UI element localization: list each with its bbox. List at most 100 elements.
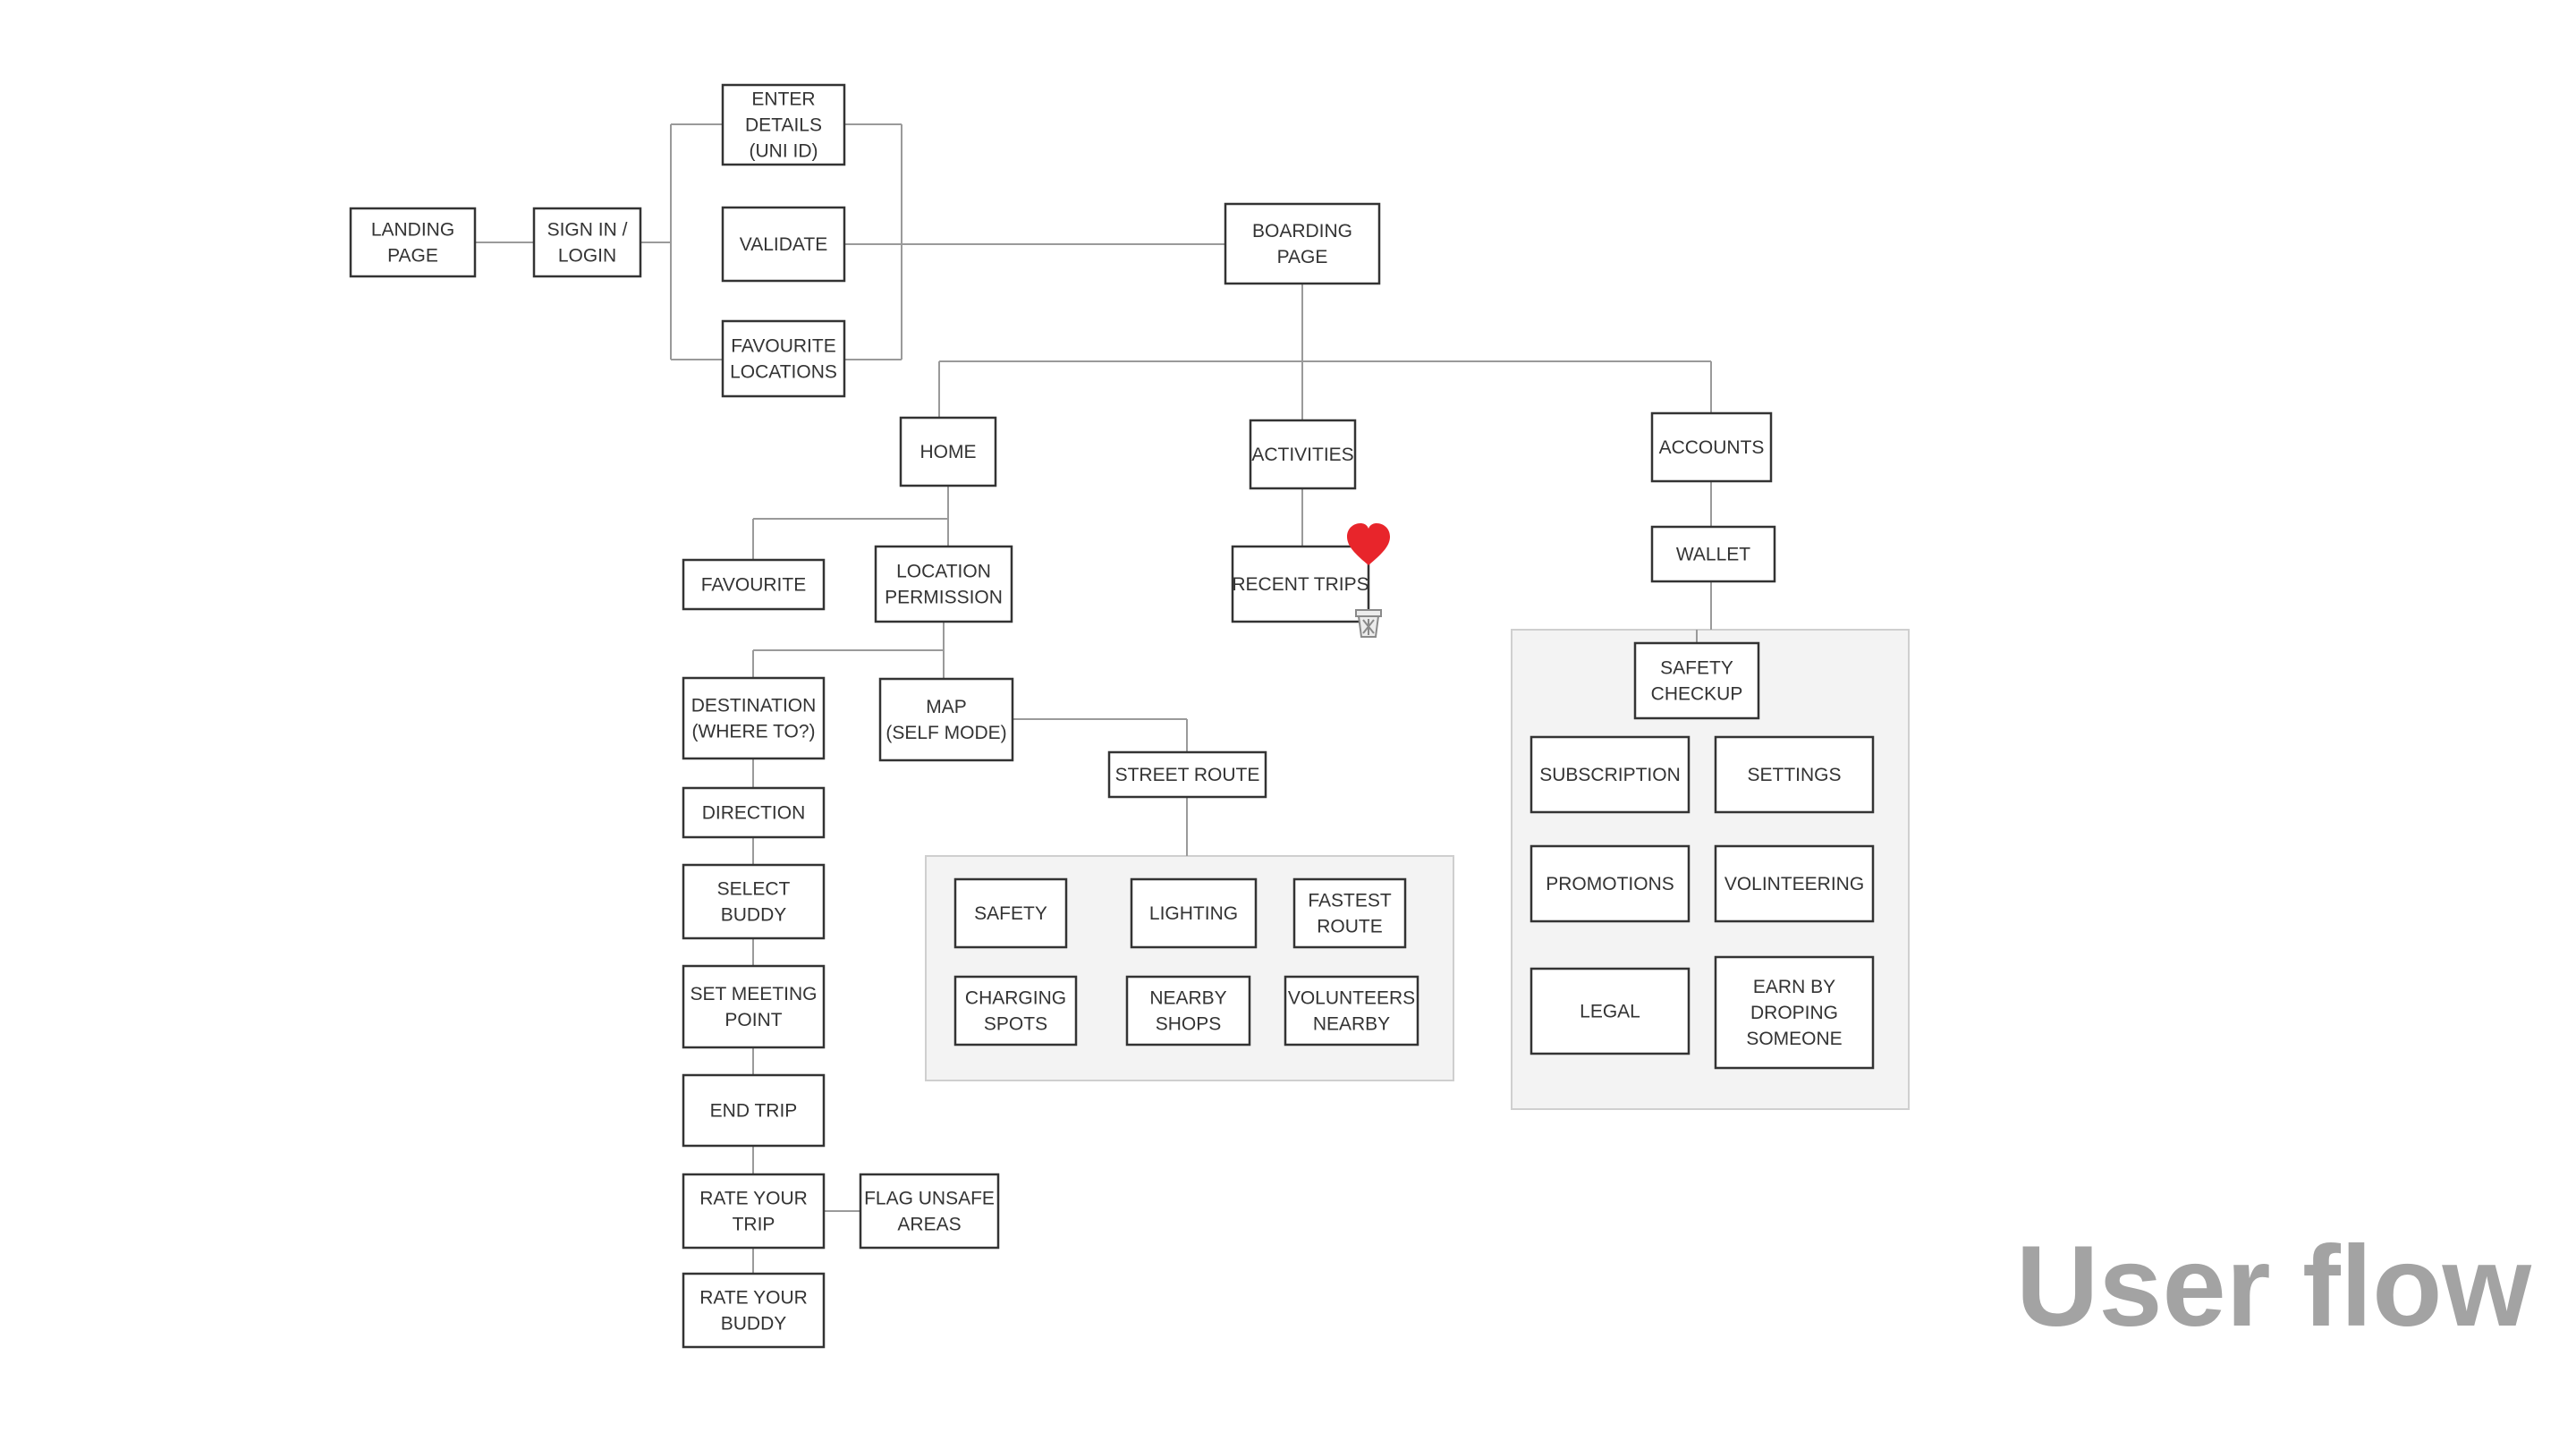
node-label: EARN BY	[1753, 977, 1835, 997]
node-label: SUBSCRIPTION	[1539, 765, 1681, 785]
node-box	[1714, 735, 1875, 814]
node-box	[1633, 641, 1760, 720]
node-label: ENTER	[751, 89, 815, 110]
node-signin[interactable]: SIGN IN / LOGIN	[532, 207, 642, 278]
node-box	[721, 206, 846, 283]
node-wallet[interactable]: WALLET	[1650, 525, 1776, 583]
node-label: MAP	[926, 697, 967, 717]
node-box	[682, 558, 826, 611]
node-recent-trips[interactable]: RECENT TRIPS	[1231, 545, 1370, 623]
node-label: SETTINGS	[1747, 765, 1841, 785]
node-label: WALLET	[1676, 545, 1750, 565]
node-activities[interactable]: ACTIVITIES	[1249, 419, 1357, 490]
node-direction[interactable]: DIRECTION	[682, 786, 826, 839]
node-label: PROMOTIONS	[1546, 874, 1674, 894]
node-label: PAGE	[1277, 247, 1328, 267]
node-box	[721, 83, 846, 166]
node-label: AREAS	[897, 1215, 961, 1235]
node-street-route[interactable]: STREET ROUTE	[1107, 750, 1267, 799]
node-box	[1714, 844, 1875, 923]
node-label: (WHERE TO?)	[691, 722, 815, 742]
node-label: SPOTS	[984, 1014, 1047, 1035]
node-destination[interactable]: DESTINATION(WHERE TO?)	[682, 676, 826, 760]
node-label: TRIP	[733, 1215, 775, 1235]
node-box	[874, 545, 1013, 623]
node-accounts[interactable]: ACCOUNTS	[1650, 411, 1773, 483]
node-box	[1231, 545, 1370, 623]
node-label: DIRECTION	[702, 803, 806, 824]
node-label: LOCATION	[896, 562, 991, 582]
node-label: ACTIVITIES	[1251, 445, 1353, 465]
node-label: SAFETY	[974, 903, 1047, 924]
node-box	[878, 677, 1014, 762]
node-box	[682, 1073, 826, 1148]
node-map[interactable]: MAP (SELF MODE)	[878, 677, 1014, 762]
node-box	[1107, 750, 1267, 799]
node-label: END TRIP	[710, 1101, 798, 1122]
node-label: LIGHTING	[1149, 903, 1238, 924]
node-label: NEARBY	[1313, 1014, 1390, 1035]
node-label: CHECKUP	[1651, 684, 1743, 705]
node-label: ACCOUNTS	[1659, 437, 1765, 458]
node-label: (SELF MODE)	[886, 723, 1006, 743]
node-label: LOGIN	[558, 246, 616, 267]
heart-icon[interactable]	[1347, 523, 1390, 565]
node-box	[1292, 877, 1407, 949]
node-box	[1650, 411, 1773, 483]
node-box	[1249, 419, 1357, 490]
node-box	[899, 416, 997, 487]
node-charging-spots[interactable]: CHARGING SPOTS	[953, 975, 1078, 1046]
node-safety-checkup[interactable]: SAFETY CHECKUP	[1633, 641, 1760, 720]
node-settings[interactable]: SETTINGS	[1714, 735, 1875, 814]
node-set-meeting-point[interactable]: SET MEETING POINT	[682, 964, 826, 1049]
node-box	[682, 786, 826, 839]
node-box	[721, 319, 846, 398]
node-label: PAGE	[387, 246, 438, 267]
node-box	[1224, 202, 1381, 285]
node-box	[859, 1173, 1000, 1250]
node-promotions[interactable]: PROMOTIONS	[1530, 844, 1690, 923]
node-box	[682, 1272, 826, 1349]
node-label: HOME	[920, 442, 977, 462]
node-safety[interactable]: SAFETY	[953, 877, 1068, 949]
node-box	[953, 975, 1078, 1046]
node-label: POINT	[724, 1010, 782, 1030]
trash-icon[interactable]	[1355, 609, 1382, 638]
node-label: SHOPS	[1156, 1014, 1222, 1035]
node-label: SAFETY	[1660, 658, 1733, 679]
node-home[interactable]: HOME	[899, 416, 997, 487]
node-subscription[interactable]: SUBSCRIPTION	[1530, 735, 1690, 814]
connectors	[475, 123, 1712, 1274]
node-box	[953, 877, 1068, 949]
node-label: VOLINTEERING	[1724, 874, 1864, 894]
node-box	[1130, 877, 1258, 949]
node-label: SET MEETING	[691, 984, 818, 1004]
node-label: LOCATIONS	[730, 362, 837, 383]
node-end-trip[interactable]: END TRIP	[682, 1073, 826, 1148]
node-label: CHARGING	[965, 988, 1066, 1009]
node-box	[682, 863, 826, 940]
node-favourite[interactable]: FAVOURITE	[682, 558, 826, 611]
node-label: SELECT	[717, 879, 791, 900]
node-validate[interactable]: VALIDATE	[721, 206, 846, 283]
node-label: SIGN IN /	[547, 220, 628, 241]
node-box	[682, 1173, 826, 1250]
node-lighting[interactable]: LIGHTING	[1130, 877, 1258, 949]
node-volinteering[interactable]: VOLINTEERING	[1714, 844, 1875, 923]
node-legal[interactable]: LEGAL	[1530, 967, 1690, 1055]
